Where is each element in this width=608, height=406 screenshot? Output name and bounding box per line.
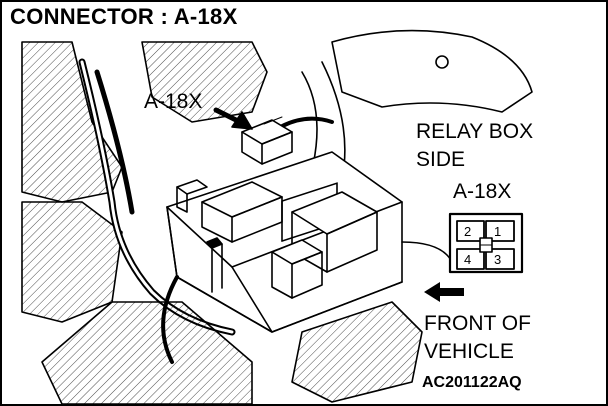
pin-1: 1 [494,224,502,239]
vehicle-label: VEHICLE [424,340,514,363]
relay-box-side-label: SIDE [416,148,466,171]
pin-4: 4 [464,252,472,267]
reservoir-outline [331,29,533,113]
front-of-vehicle-label: FRONT OF [424,312,531,335]
callout-label: A-18X [144,90,203,113]
figure-code: AC201122AQ [422,374,522,391]
callout-arrow-icon [213,107,253,130]
relay-box [166,116,403,333]
fender-outline [21,41,123,203]
pin-3: 3 [494,252,502,267]
connector-label: A-18X [453,180,512,203]
relay-box-label: RELAY BOX [416,120,534,143]
connector-face-diagram [448,212,524,274]
diagram-title: CONNECTOR : A-18X [10,4,238,29]
connector-a18x-part [241,116,293,165]
front-arrow-icon [424,282,464,302]
pin-2: 2 [464,224,472,239]
